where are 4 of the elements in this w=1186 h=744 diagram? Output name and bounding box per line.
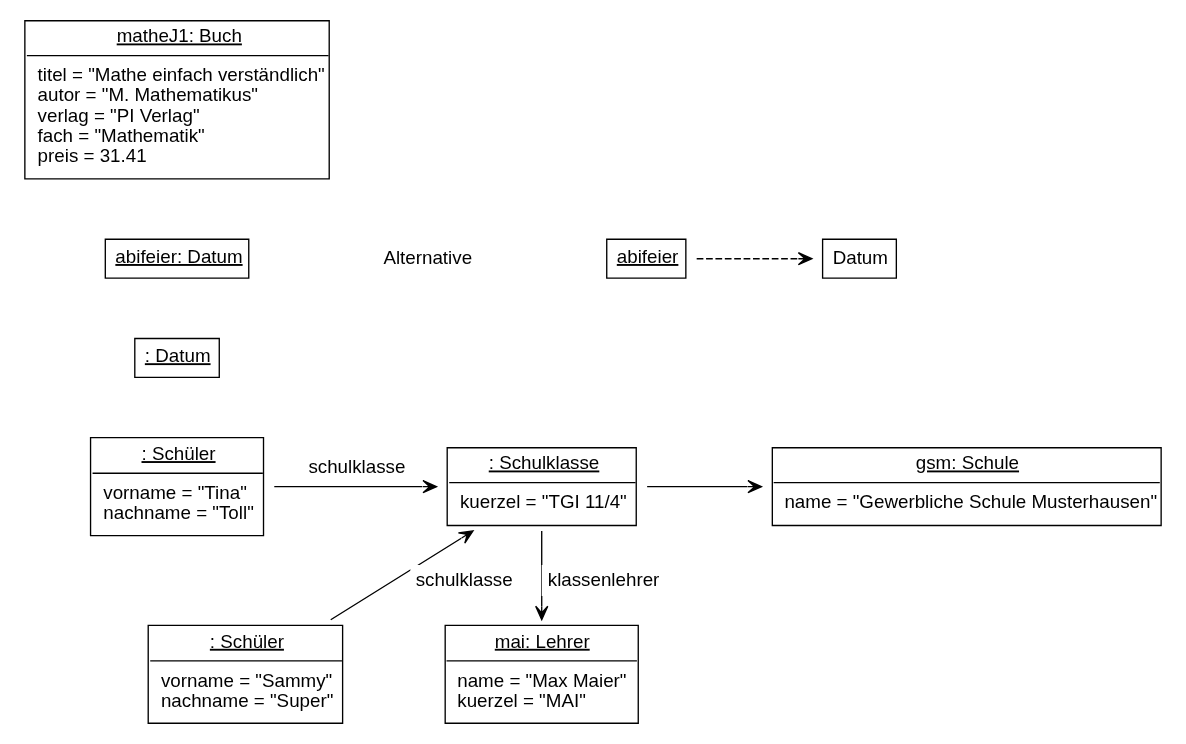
label: Alternative [383, 246, 473, 268]
edge-label: schulklasse [415, 569, 513, 591]
edge-label: klassenlehrer [547, 569, 660, 591]
edge-label: schulklasse [308, 455, 406, 477]
